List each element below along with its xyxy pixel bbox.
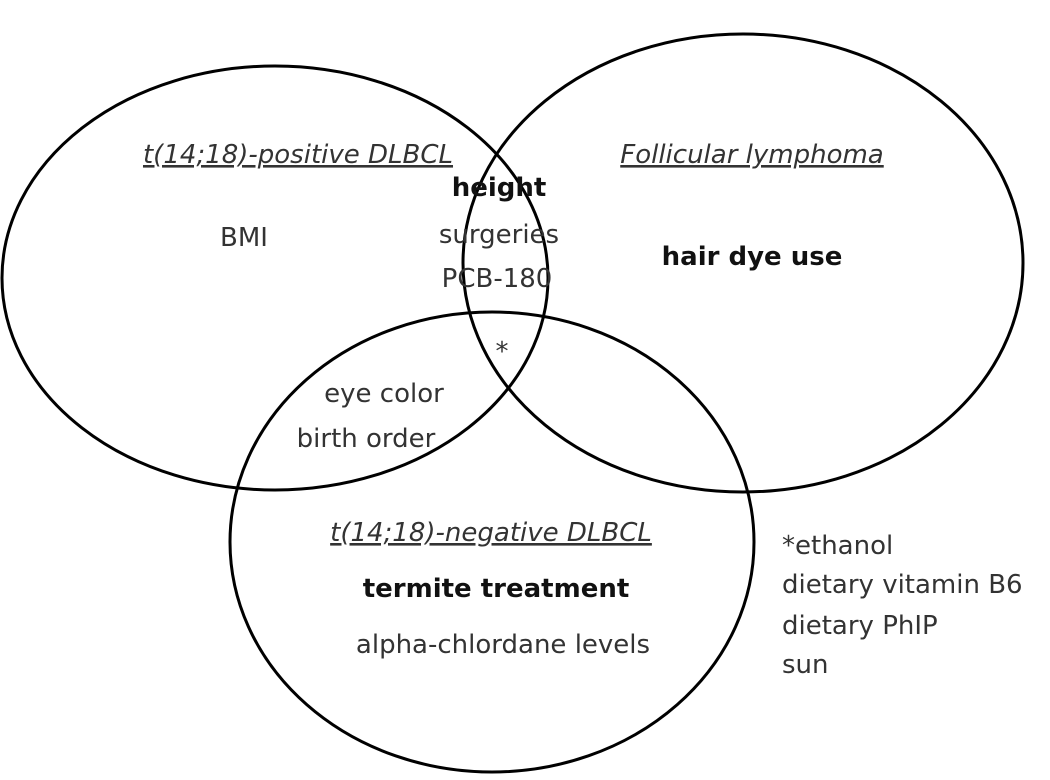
region-all-three-asterisk: * [496, 337, 509, 367]
set-title-t14-18-positive-dlbcl: t(14;18)-positive DLBCL [143, 140, 453, 170]
region-item-height: height [452, 173, 547, 203]
set-title-follicular-lymphoma: Follicular lymphoma [620, 140, 884, 170]
region-item-alpha-chlordane-levels: alpha-chlordane levels [356, 630, 650, 660]
footnote-dietary-phip: dietary PhIP [782, 611, 938, 641]
region-item-surgeries: surgeries [439, 220, 559, 250]
region-item-termite-treatment: termite treatment [363, 574, 630, 604]
region-item-pcb-180: PCB-180 [442, 264, 553, 294]
region-item-hair-dye-use: hair dye use [662, 242, 843, 272]
footnote-ethanol: *ethanol [782, 531, 893, 561]
set-follicular-lymphoma-circle [461, 32, 1025, 494]
footnote-sun: sun [782, 650, 829, 680]
set-title-t14-18-negative-dlbcl: t(14;18)-negative DLBCL [330, 518, 652, 548]
footnote-dietary-vitamin-b6: dietary vitamin B6 [782, 570, 1023, 600]
set-t14-18-positive-dlbcl-circle [0, 64, 550, 492]
region-item-birth-order: birth order [297, 424, 436, 454]
region-item-eye-color: eye color [324, 379, 444, 409]
set-t14-18-negative-dlbcl-circle [228, 310, 756, 774]
region-item-bmi: BMI [220, 223, 268, 253]
